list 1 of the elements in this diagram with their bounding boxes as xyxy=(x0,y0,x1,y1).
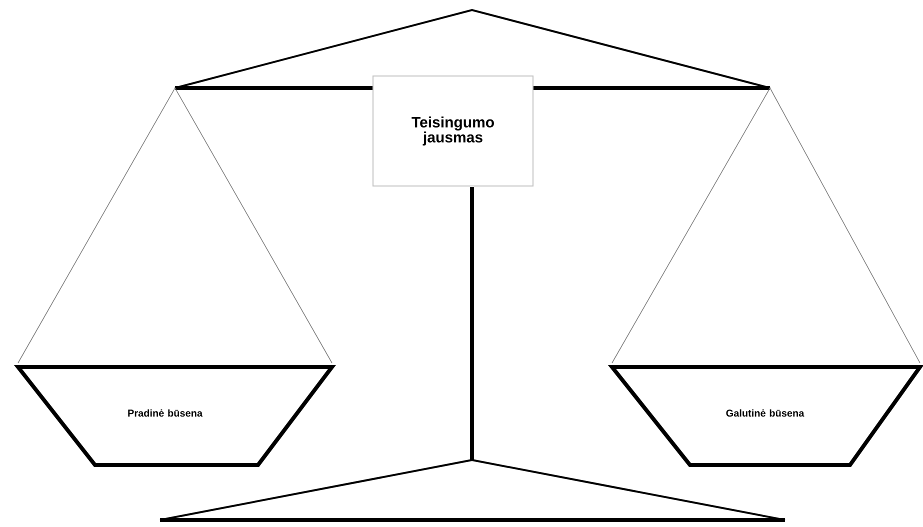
title-box: Teisingumo jausmas xyxy=(372,76,534,186)
